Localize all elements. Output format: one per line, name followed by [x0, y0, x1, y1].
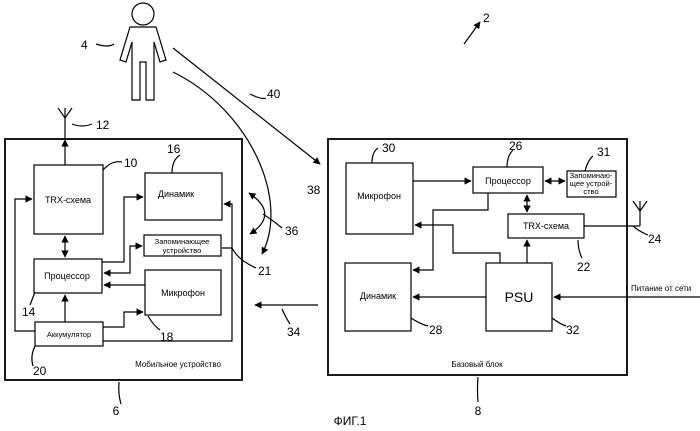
mobile-memory-label-1: Запоминающее	[155, 237, 210, 246]
base-processor-label: Процессор	[485, 176, 531, 186]
base-antenna-ref: 24	[648, 232, 662, 246]
system-ref: 2	[483, 11, 490, 25]
mobile-battery-ref: 20	[33, 364, 47, 378]
base-speaker-ref: 28	[429, 323, 443, 337]
mobile-microphone-label: Микрофон	[161, 288, 205, 298]
mobile-microphone-ref: 18	[160, 330, 174, 344]
mobile-ref: 6	[113, 404, 120, 418]
base-processor-ref: 26	[509, 139, 523, 153]
mobile-caption: Мобильное устройство	[135, 360, 221, 369]
base-memory-label-3: ство	[583, 187, 598, 196]
user-figure	[120, 3, 166, 100]
mobile-memory-label-2: устройство	[163, 246, 202, 255]
voice-path-arrow	[173, 48, 320, 164]
system-leader	[464, 22, 480, 44]
acoustic-ref: 38	[307, 183, 321, 197]
mobile-processor-ref: 14	[22, 305, 36, 319]
mobile-battery-label: Аккумулятор	[47, 330, 91, 339]
speaker-path-ref: 36	[285, 224, 299, 238]
base-ref: 8	[475, 404, 482, 418]
mobile-speaker-label: Динамик	[158, 189, 194, 199]
wireless-ref: 34	[287, 325, 301, 339]
mains-label: Питание от сети	[631, 284, 691, 293]
mobile-speaker-ref: 16	[167, 142, 181, 156]
base-trx-label: TRX-схема	[523, 221, 569, 231]
base-microphone-ref: 30	[382, 141, 396, 155]
base-microphone-label: Микрофон	[357, 191, 401, 201]
base-speaker-label: Динамик	[360, 291, 396, 301]
mobile-memory-ref: 21	[258, 264, 272, 278]
user-to-mobile-arrow	[173, 72, 271, 254]
base-memory-ref: 31	[597, 145, 611, 159]
mobile-trx-ref: 10	[124, 156, 138, 170]
base-psu-label: PSU	[505, 289, 534, 305]
mobile-processor-label: Процессор	[44, 271, 90, 281]
figure-caption: ФИГ.1	[334, 414, 367, 428]
user-ref: 4	[81, 38, 88, 52]
speaker-path-arrow	[249, 193, 265, 234]
base-trx-ref: 22	[577, 260, 591, 274]
base-psu-ref: 32	[566, 323, 580, 337]
voice-path-ref: 40	[267, 87, 281, 101]
base-caption: Базовый блок	[451, 360, 503, 369]
mobile-trx-label: TRX-схема	[45, 195, 91, 205]
mobile-antenna-ref: 12	[96, 118, 110, 132]
user-leader	[96, 44, 114, 46]
